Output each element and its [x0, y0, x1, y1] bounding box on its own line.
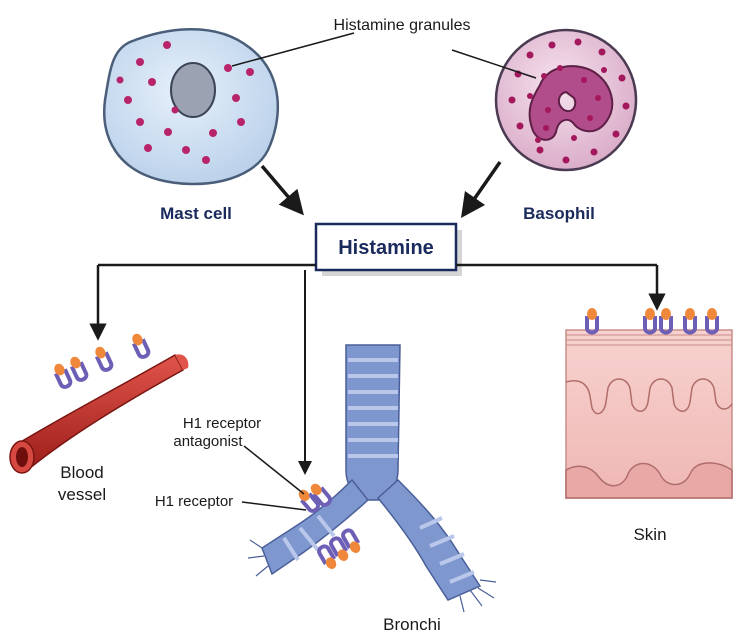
receptor-icon: [69, 356, 89, 382]
receptor-icon: [659, 308, 673, 335]
bronchi-receptors: [298, 483, 361, 569]
mast-to-histamine-arrow: [260, 164, 304, 216]
receptor-icon: [131, 333, 151, 359]
blood-vessel-label-line1: Blood: [60, 463, 103, 482]
blood-vessel-label-line2: vessel: [58, 485, 106, 504]
h1-receptor-label: H1 receptor: [155, 493, 233, 510]
mast-cell-granules: [116, 41, 254, 164]
histamine-label: Histamine: [338, 237, 434, 259]
skin: [565, 329, 733, 499]
basophil: [494, 28, 638, 172]
mast-cell-label: Mast cell: [160, 204, 232, 223]
bronchi: [247, 344, 497, 613]
granules-pointer-basophil: [451, 49, 537, 79]
receptor-icon: [94, 346, 114, 372]
granules-label-line1: Histamine granules: [334, 17, 471, 34]
basophil-body: [494, 28, 638, 172]
histamine-box: Histamine: [314, 222, 462, 276]
receptor-icon: [683, 308, 697, 335]
receptor-icon: [643, 308, 657, 335]
h1-receptor-pointer: [241, 501, 307, 511]
basophil-label: Basophil: [523, 204, 595, 223]
receptor-icon: [310, 483, 332, 507]
h1-antagonist-label-line1: H1 receptor: [183, 415, 261, 432]
receptor-icon: [341, 528, 361, 553]
h1-antagonist-pointer: [243, 445, 305, 495]
receptor-icon: [705, 308, 719, 335]
basophil-to-histamine-arrow: [461, 161, 502, 219]
receptor-icon: [317, 544, 337, 569]
bronchi-label: Bronchi: [383, 615, 441, 634]
skin-label: Skin: [633, 525, 666, 544]
granules-pointer-mast: [231, 32, 355, 67]
h1-antagonist-label-line2: antagonist: [173, 433, 243, 450]
basophil-granules: [508, 38, 630, 164]
skin-receptors: [585, 308, 719, 335]
receptor-icon: [585, 308, 599, 335]
vessel-receptors: [53, 333, 151, 389]
basophil-nucleus: [528, 65, 614, 141]
receptor-icon: [329, 536, 349, 561]
mast-cell-nucleus: [170, 62, 216, 118]
receptor-icon: [53, 363, 73, 389]
mast-cell: [103, 28, 280, 186]
blood-vessel: [9, 353, 189, 474]
